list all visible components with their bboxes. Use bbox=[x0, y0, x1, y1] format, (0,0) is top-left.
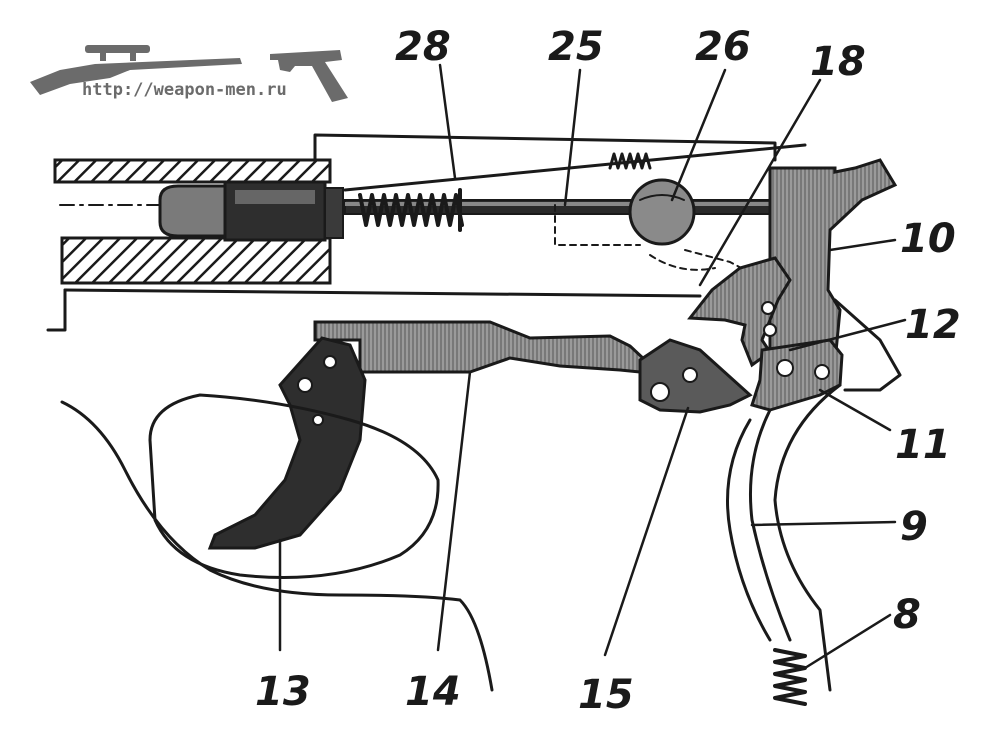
label-10: 10 bbox=[900, 216, 956, 262]
leader-28 bbox=[438, 63, 457, 180]
label-13: 13 bbox=[255, 669, 311, 715]
leader-18 bbox=[698, 78, 822, 287]
part-10-block bbox=[768, 158, 898, 364]
barrel-upper-wall bbox=[53, 158, 332, 184]
frame-lower-curve bbox=[60, 400, 494, 692]
rifle-silhouette-icon bbox=[30, 45, 242, 95]
label-25: 25 bbox=[548, 24, 604, 70]
watermark: http://weapon-men.ru bbox=[30, 45, 348, 102]
part-8-coil-spring bbox=[773, 648, 807, 706]
striker-assembly bbox=[343, 143, 807, 271]
leader-15 bbox=[603, 406, 690, 657]
leader-lines bbox=[278, 63, 907, 670]
label-9: 9 bbox=[900, 504, 928, 550]
frame-curves bbox=[60, 393, 494, 692]
barrel-assembly bbox=[53, 158, 344, 285]
part-9-spring-leaf bbox=[726, 383, 842, 692]
spring-wire bbox=[833, 298, 902, 392]
bullet bbox=[158, 184, 227, 238]
label-11: 11 bbox=[895, 422, 951, 468]
label-15: 15 bbox=[578, 672, 634, 718]
watermark-url: http://weapon-men.ru bbox=[82, 80, 287, 100]
leader-10 bbox=[828, 238, 897, 252]
receiver-outline bbox=[46, 133, 777, 332]
firing-pin-highlight bbox=[345, 202, 775, 206]
part-12-sear bbox=[687, 256, 792, 368]
part-26-disc bbox=[628, 178, 696, 246]
label-12: 12 bbox=[905, 302, 961, 348]
label-14: 14 bbox=[405, 669, 461, 715]
leader-25 bbox=[563, 68, 582, 207]
rod-spring bbox=[608, 152, 652, 170]
leader-14 bbox=[436, 370, 472, 652]
trigger-guard bbox=[148, 393, 440, 579]
leader-12 bbox=[788, 318, 907, 352]
leader-8 bbox=[803, 613, 892, 670]
pistol-silhouette-icon bbox=[270, 50, 348, 102]
label-26: 26 bbox=[695, 24, 751, 70]
part-13-trigger bbox=[207, 336, 367, 550]
label-18: 18 bbox=[810, 39, 866, 85]
label-8: 8 bbox=[893, 592, 921, 638]
case-highlight bbox=[235, 190, 315, 204]
mainspring bbox=[358, 193, 464, 227]
recoil-rod bbox=[343, 143, 807, 192]
leader-11 bbox=[818, 388, 892, 432]
leader-9 bbox=[750, 520, 897, 527]
barrel-lower-wall bbox=[60, 236, 332, 285]
label-28: 28 bbox=[395, 24, 451, 70]
part-15-disconnector bbox=[638, 338, 753, 414]
case-rim bbox=[324, 187, 344, 239]
part-11-lever bbox=[750, 298, 902, 412]
callout-labels: 28 25 26 18 10 12 11 9 8 13 14 15 bbox=[255, 24, 961, 718]
part-14-trigger-bar bbox=[313, 320, 647, 374]
leader-26 bbox=[670, 68, 727, 202]
